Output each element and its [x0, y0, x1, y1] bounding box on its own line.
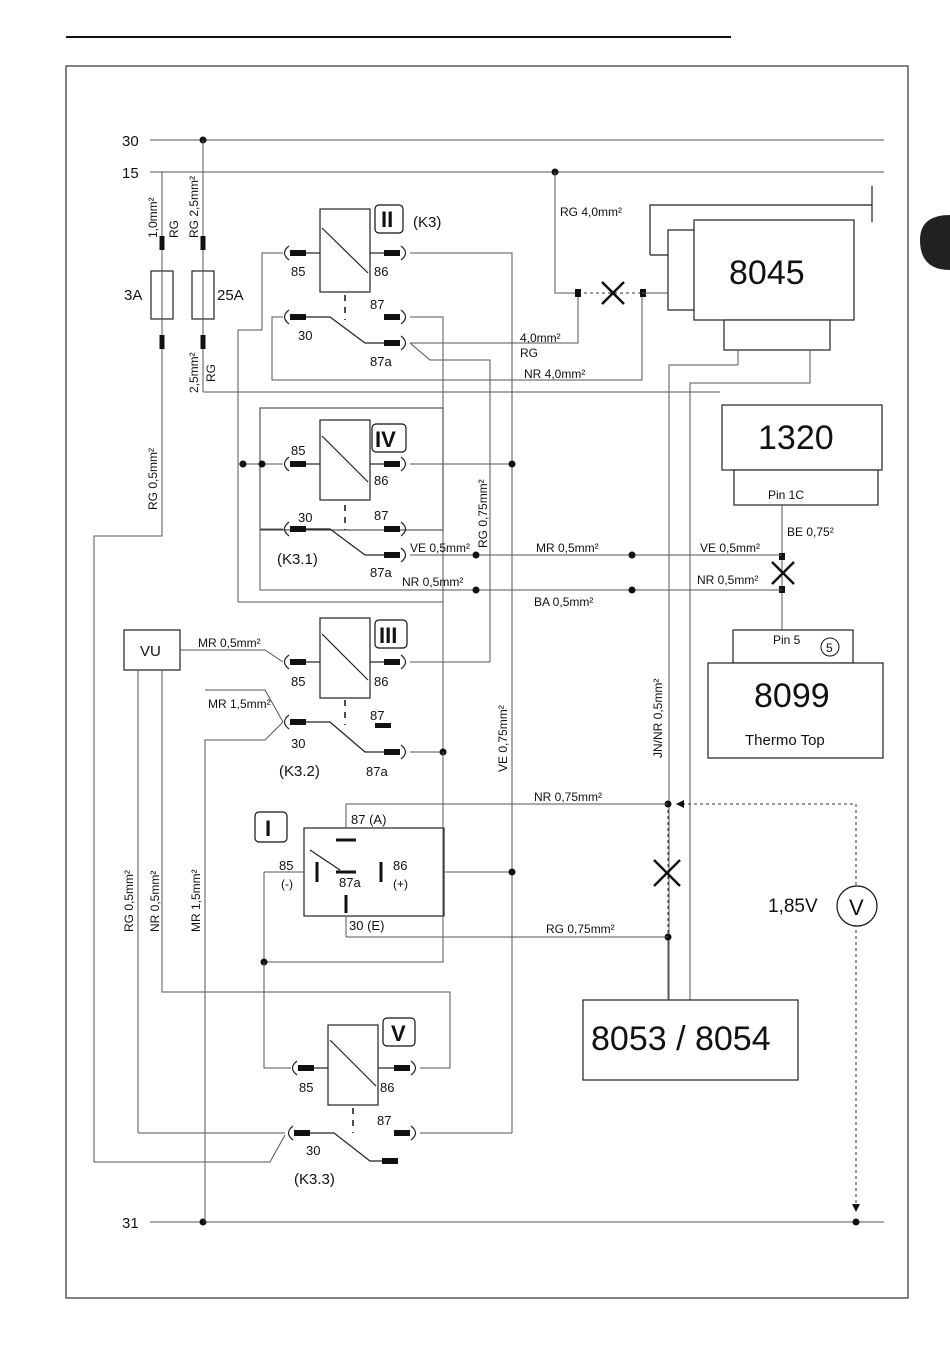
- wire-label: NR 0,5mm²: [148, 871, 162, 932]
- fuse-25a-label: 25A: [217, 287, 244, 304]
- pin-label: 30: [306, 1143, 320, 1158]
- relay-IV-tag: (K3.1): [277, 551, 318, 568]
- wire-label: BA 0,5mm²: [534, 595, 593, 609]
- relay-II-number: II: [381, 207, 393, 232]
- pin-label: 87 (A): [351, 812, 386, 827]
- meter-reading: 1,85V: [768, 896, 818, 917]
- wire-label: VE 0,75mm²: [496, 705, 510, 772]
- component-1320-box: [721, 404, 883, 471]
- wire-label: 1,0mm²: [146, 197, 160, 238]
- wire-label: RG: [520, 346, 538, 360]
- component-1320-label: 1320: [758, 419, 834, 457]
- pin-label: (+): [393, 877, 408, 891]
- wire-label: MR 1,5mm²: [189, 869, 203, 932]
- pin-label: 87: [374, 508, 388, 523]
- pin-label: 30: [298, 328, 312, 343]
- pin-label: 87a: [370, 565, 392, 580]
- meter-symbol: V: [849, 895, 864, 920]
- wire-label: 2,5mm²: [187, 352, 201, 393]
- pin-label: 30: [291, 736, 305, 751]
- wire-label: NR 4,0mm²: [524, 367, 585, 381]
- wire-label: JN/NR 0,5mm²: [651, 679, 665, 758]
- wire-label: RG 0,75mm²: [476, 479, 490, 548]
- wire-label: RG 0,75mm²: [546, 922, 615, 936]
- relay-V-tag: (K3.3): [294, 1171, 335, 1188]
- pin-label: (-): [281, 877, 293, 891]
- wire-label: MR 0,5mm²: [536, 541, 599, 555]
- pin-label: 87a: [339, 875, 361, 890]
- relay-I-number: I: [265, 816, 271, 841]
- wire-label: NR 0,5mm²: [697, 573, 758, 587]
- vu-label: VU: [140, 643, 161, 660]
- wire-label: RG 2,5mm²: [187, 176, 201, 238]
- relay-I-body: [303, 827, 445, 917]
- component-8045-box: [693, 219, 855, 321]
- relay-III-body: [319, 617, 371, 699]
- relay-III-tag: (K3.2): [279, 763, 320, 780]
- relay-IV-body: [319, 419, 371, 501]
- pin-label: 86: [380, 1080, 394, 1095]
- wire-label: RG 4,0mm²: [560, 205, 622, 219]
- wire-label: VE 0,5mm²: [410, 541, 470, 555]
- wire-label: NR 0,75mm²: [534, 790, 602, 804]
- component-8053-label: 8053 / 8054: [591, 1020, 771, 1058]
- relay-II-tag: (K3): [413, 214, 441, 231]
- pin5-label: Pin 5: [773, 633, 801, 647]
- pin1c-label: Pin 1C: [768, 488, 804, 502]
- relay-III-number: III: [379, 623, 397, 648]
- rail-30-label: 30: [122, 133, 139, 150]
- rail-15-label: 15: [122, 165, 139, 182]
- wire-label: MR 0,5mm²: [198, 636, 261, 650]
- wire-label: BE 0,75²: [787, 525, 834, 539]
- pin-label: 86: [374, 264, 388, 279]
- wire-label: NR 0,5mm²: [402, 575, 463, 589]
- pin-label: 85: [291, 264, 305, 279]
- wire-label: VE 0,5mm²: [700, 541, 760, 555]
- wire-label: MR 1,5mm²: [208, 697, 271, 711]
- pin-label: 30 (E): [349, 918, 384, 933]
- pin-label: 87: [370, 708, 384, 723]
- wire-label: RG: [167, 220, 181, 238]
- pin-label: 86: [374, 674, 388, 689]
- pin-label: 87a: [370, 354, 392, 369]
- wire-label: RG 0,5mm²: [122, 870, 136, 932]
- pin-label: 86: [374, 473, 388, 488]
- vu-box: [123, 629, 181, 671]
- pin-label: 85: [291, 674, 305, 689]
- pin-label: 85: [291, 443, 305, 458]
- pin-label: 87a: [366, 764, 388, 779]
- pin-label: 30: [298, 510, 312, 525]
- relay-V-number: V: [391, 1021, 406, 1046]
- component-8045-label: 8045: [729, 254, 805, 292]
- thermo-top-label: Thermo Top: [745, 732, 825, 749]
- rail-31-label: 31: [122, 1215, 139, 1232]
- pin-label: 85: [279, 858, 293, 873]
- relay-IV-number: IV: [375, 427, 396, 452]
- pin-label: 85: [299, 1080, 313, 1095]
- wire-label: RG 0,5mm²: [146, 448, 160, 510]
- component-8099-label: 8099: [754, 677, 830, 715]
- wire-label: RG: [204, 364, 218, 382]
- pin-label: 87: [370, 297, 384, 312]
- voltmeter: [836, 885, 878, 927]
- component-8053-box: [582, 999, 799, 1081]
- fuse-3a-label: 3A: [124, 287, 142, 304]
- diagram-frame: [65, 65, 909, 1299]
- relay-V-body: [327, 1024, 379, 1106]
- pin-label: 87: [377, 1113, 391, 1128]
- pin-label: 86: [393, 858, 407, 873]
- wire-label: 4,0mm²: [520, 331, 561, 345]
- component-8099-box: [707, 662, 884, 759]
- circled-5: 5: [826, 641, 833, 655]
